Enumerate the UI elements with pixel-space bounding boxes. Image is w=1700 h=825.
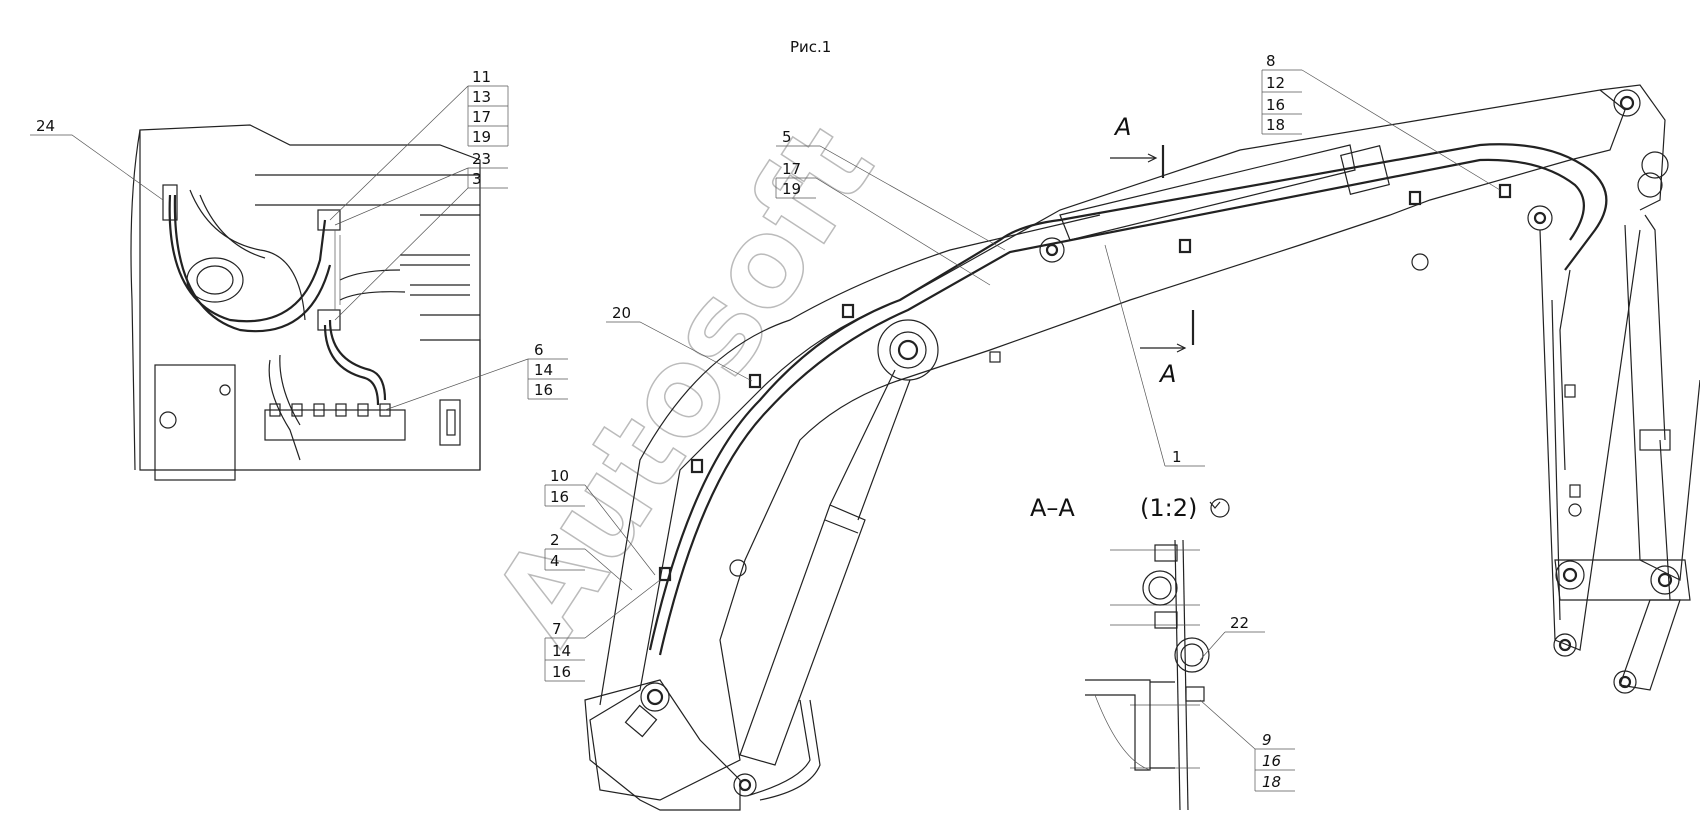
section-scale: (1:2) (1140, 494, 1197, 522)
svg-text:16: 16 (552, 663, 571, 681)
svg-text:3: 3 (472, 170, 482, 188)
callout-1: 1 (1104, 244, 1205, 467)
svg-text:19: 19 (782, 180, 801, 198)
svg-text:1: 1 (1172, 448, 1182, 466)
section-label: A–A (1030, 494, 1075, 522)
callout-10: 10 16 (544, 467, 656, 576)
rotation-icon (1210, 498, 1230, 518)
excavator-boom (584, 84, 1700, 811)
callout-17: 17 19 (775, 160, 991, 286)
section-marker-bottom: A (1158, 360, 1176, 388)
stick-cylinder (1059, 144, 1356, 241)
figure-title: Рис.1 (790, 38, 831, 56)
svg-text:14: 14 (534, 361, 553, 379)
callout-9: 9 16 18 (1199, 699, 1295, 792)
section-markers: A A (1110, 113, 1195, 388)
svg-text:17: 17 (782, 160, 801, 178)
svg-text:19: 19 (472, 128, 491, 146)
svg-text:5: 5 (782, 128, 792, 146)
svg-text:7: 7 (552, 620, 562, 638)
cab-detail-view (130, 124, 481, 481)
callout-6: 6 14 16 (384, 341, 568, 411)
watermark-text: Autosoft (468, 102, 901, 665)
svg-text:16: 16 (1262, 752, 1281, 770)
svg-text:18: 18 (1262, 773, 1281, 791)
svg-text:11: 11 (472, 68, 491, 86)
callout-23: 23 3 (334, 150, 508, 321)
section-marker-top: A (1113, 113, 1131, 141)
svg-text:4: 4 (550, 552, 560, 570)
svg-text:2: 2 (550, 531, 560, 549)
control-box (154, 364, 236, 481)
svg-text:12: 12 (1266, 74, 1285, 92)
callout-22: 22 (1199, 614, 1265, 661)
svg-text:20: 20 (612, 304, 631, 322)
callout-7: 7 14 16 (544, 579, 661, 682)
boom-cylinder (739, 504, 866, 766)
svg-text:22: 22 (1230, 614, 1249, 632)
svg-text:9: 9 (1262, 731, 1272, 749)
svg-text:13: 13 (472, 88, 491, 106)
svg-text:18: 18 (1266, 116, 1285, 134)
svg-text:16: 16 (550, 488, 569, 506)
callout-2: 2 4 (544, 531, 633, 591)
valve-block (264, 409, 406, 441)
svg-text:8: 8 (1266, 52, 1276, 70)
rotation-arrow-icon (1209, 501, 1221, 509)
callout-11: 11 13 17 19 (329, 68, 509, 221)
section-a-a-detail (1085, 539, 1210, 811)
callout-20: 20 (606, 304, 753, 382)
callout-8: 8 12 16 18 (1261, 52, 1501, 191)
svg-text:23: 23 (472, 150, 491, 168)
svg-text:24: 24 (36, 117, 55, 135)
svg-text:16: 16 (534, 381, 553, 399)
svg-text:16: 16 (1266, 96, 1285, 114)
callout-24: 24 (30, 117, 164, 201)
svg-text:17: 17 (472, 108, 491, 126)
callout-5: 5 (776, 128, 1006, 251)
svg-text:6: 6 (534, 341, 544, 359)
svg-text:10: 10 (550, 467, 569, 485)
svg-text:14: 14 (552, 642, 571, 660)
